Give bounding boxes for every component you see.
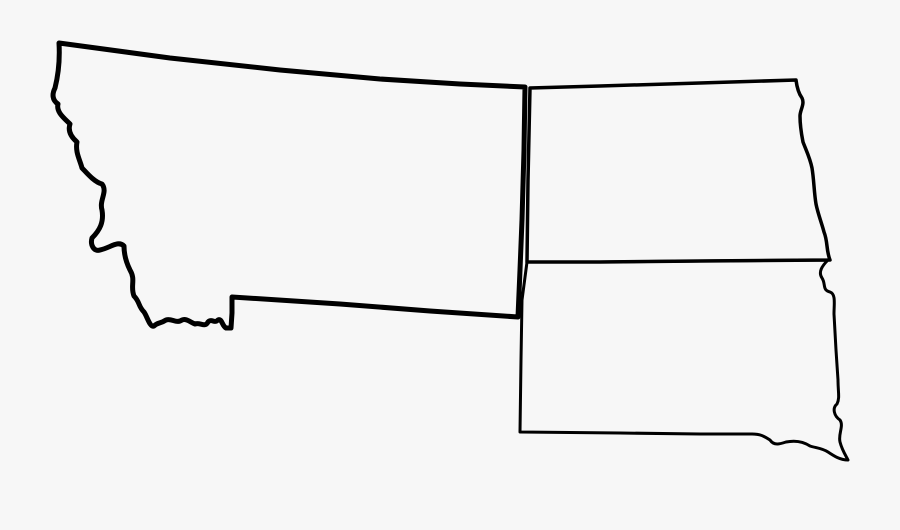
- state-outline-north-dakota: [525, 78, 832, 264]
- state-outline-south-dakota: [518, 258, 850, 462]
- state-outline-montana: [50, 40, 528, 331]
